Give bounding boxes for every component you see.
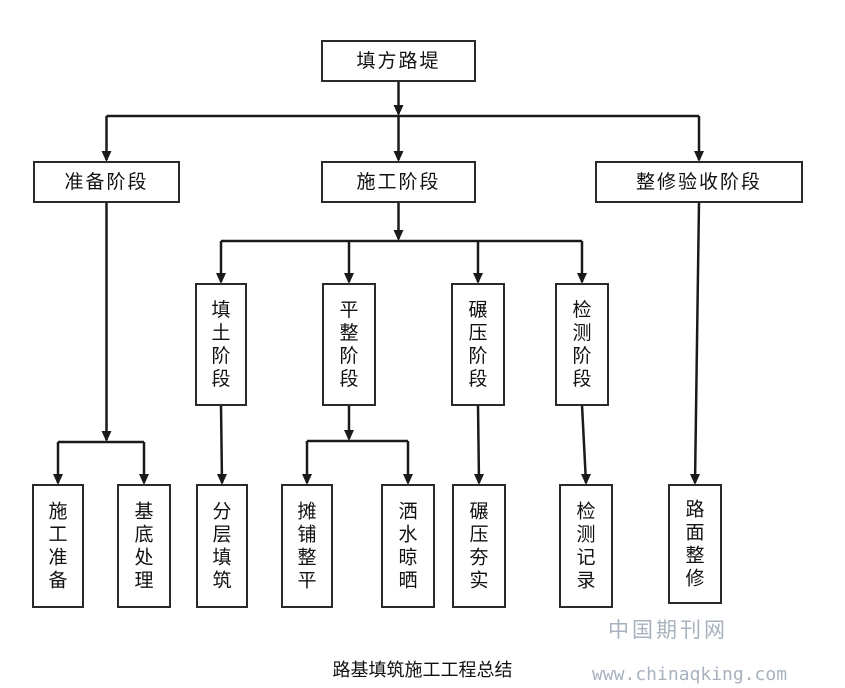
arrow-head (403, 474, 413, 485)
node-label: 检测阶段 (572, 299, 591, 390)
edge-line (219, 404, 224, 484)
arrow-head (581, 474, 591, 485)
arrow-head (217, 474, 227, 485)
node-finish: 整修验收阶段 (595, 161, 803, 203)
node-label: 准备阶段 (64, 171, 148, 193)
connectors (53, 81, 704, 485)
edge-group-fill (217, 404, 227, 485)
node-layered: 分层填筑 (196, 484, 248, 608)
node-label: 分层填筑 (212, 501, 231, 592)
arrow-head (101, 151, 112, 162)
edge-line (476, 404, 481, 484)
node-label: 施工准备 (48, 501, 67, 592)
node-base: 基底处理 (117, 484, 171, 608)
node-fill: 填土阶段 (195, 283, 247, 406)
arrow-head (474, 474, 484, 485)
node-label: 整修验收阶段 (636, 171, 762, 193)
arrow-head (393, 151, 404, 162)
node-label: 碾压夯实 (469, 501, 488, 592)
edge-group-construct (216, 202, 587, 284)
edge-group-compact (474, 404, 484, 485)
arrow-head (473, 273, 483, 284)
arrow-head (139, 474, 149, 485)
node-label: 检测记录 (576, 501, 595, 592)
node-label: 基底处理 (134, 501, 153, 592)
node-record: 检测记录 (559, 484, 613, 608)
node-compact-solid: 碾压夯实 (452, 484, 506, 608)
node-prep-work: 施工准备 (32, 484, 84, 608)
node-label: 碾压阶段 (468, 299, 487, 390)
arrow-head (344, 273, 354, 284)
node-label: 施工阶段 (356, 171, 440, 193)
arrow-head (694, 151, 704, 162)
edge-group-finish (690, 201, 701, 485)
node-root: 填方路堤 (321, 40, 476, 82)
node-compact: 碾压阶段 (451, 283, 505, 406)
arrow-head (101, 431, 112, 442)
arrow-head (690, 474, 700, 485)
arrow-head (344, 430, 354, 441)
edge-line (580, 404, 588, 484)
arrow-head (393, 105, 404, 116)
node-water: 洒水晾晒 (381, 484, 435, 608)
node-inspect: 检测阶段 (555, 283, 609, 406)
arrow-head (577, 273, 587, 284)
node-label: 平整阶段 (339, 299, 358, 390)
arrow-head (302, 474, 312, 485)
watermark-name: 中国期刊网 (608, 618, 728, 642)
edge-group-level (302, 405, 413, 485)
node-label: 路面整修 (685, 499, 704, 590)
arrow-head (393, 230, 404, 241)
edge-group-prep (53, 202, 149, 485)
node-prep: 准备阶段 (33, 161, 180, 203)
node-label: 洒水晾晒 (398, 501, 417, 592)
node-level: 平整阶段 (322, 283, 376, 406)
node-label: 摊铺整平 (297, 501, 316, 592)
edge-group-root (101, 81, 704, 162)
node-construct: 施工阶段 (321, 161, 476, 203)
arrow-head (53, 474, 63, 485)
edge-line (693, 201, 701, 484)
edge-group-inspect (580, 404, 591, 485)
node-label: 填土阶段 (211, 299, 230, 390)
node-road: 路面整修 (668, 484, 722, 604)
arrow-head (216, 273, 226, 284)
node-label: 填方路堤 (356, 50, 440, 72)
watermark-url: www.chinaqking.com (592, 664, 788, 685)
node-spread: 摊铺整平 (281, 484, 333, 608)
figure-caption: 路基填筑施工工程总结 (332, 660, 513, 681)
